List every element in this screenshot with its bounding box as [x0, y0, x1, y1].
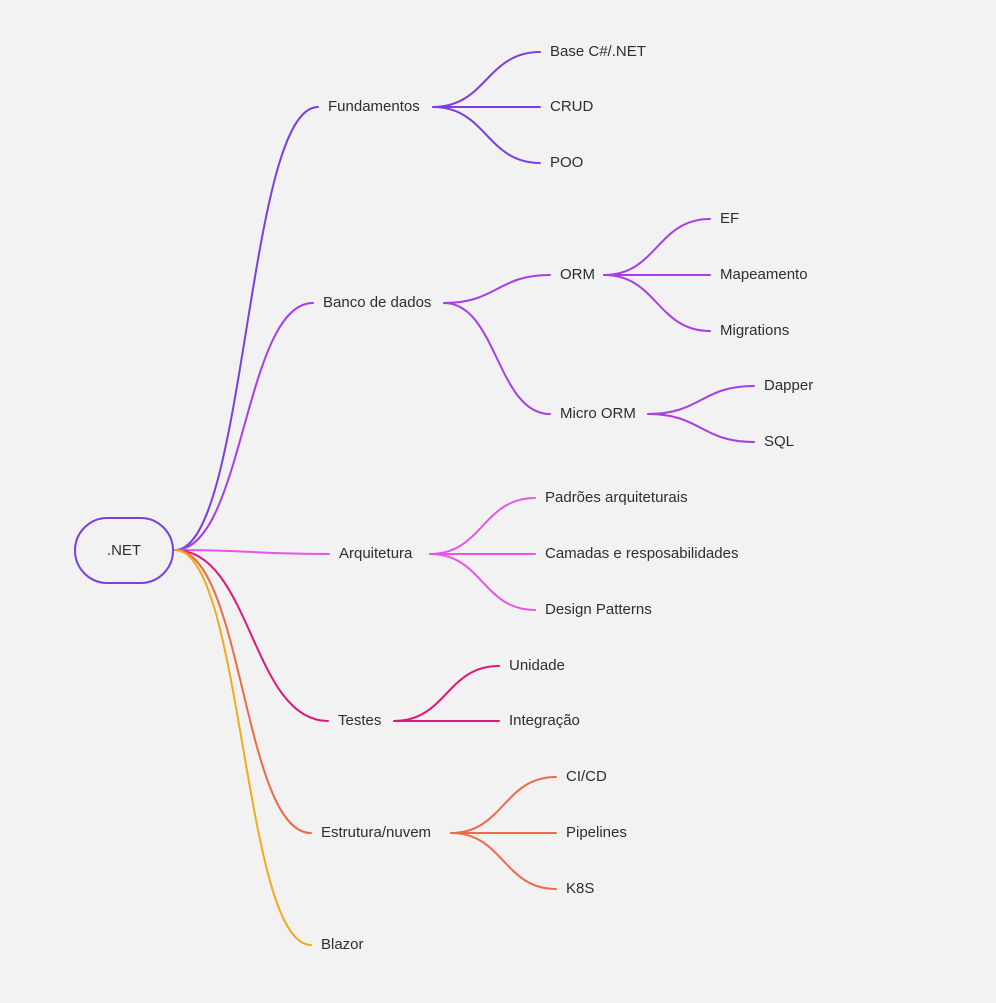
- edge-root-banco: [174, 302, 314, 551]
- node-estrutura-nuvem[interactable]: Estrutura/nuvem: [316, 823, 437, 843]
- root-node-dotnet[interactable]: .NET: [74, 517, 174, 584]
- node-pipelines[interactable]: Pipelines: [561, 823, 632, 843]
- node-sql[interactable]: SQL: [759, 432, 800, 452]
- edge-testes-unidade: [393, 665, 500, 722]
- edge-root-estrutura: [174, 549, 312, 834]
- node-banco-de-dados[interactable]: Banco de dados: [318, 293, 437, 313]
- node-fundamentos[interactable]: Fundamentos: [323, 97, 425, 117]
- edge-fundamentos-poo: [432, 106, 541, 164]
- node-crud[interactable]: CRUD: [545, 97, 599, 117]
- node-design-patterns[interactable]: Design Patterns: [540, 600, 657, 620]
- node-padroes-arquiteturais[interactable]: Padrões arquiteturais: [540, 488, 693, 508]
- edge-micro-orm-dapper: [647, 385, 755, 415]
- edge-orm-migrations: [603, 274, 711, 332]
- edge-micro-orm-sql: [647, 413, 755, 443]
- edge-root-arquitetura: [174, 549, 330, 555]
- edge-arquitetura-design: [429, 553, 536, 611]
- edge-banco-micro-orm: [443, 302, 551, 415]
- node-base-csharp[interactable]: Base C#/.NET: [545, 42, 651, 62]
- node-integracao[interactable]: Integração: [504, 711, 585, 731]
- edge-root-testes: [174, 549, 329, 722]
- node-arquitetura[interactable]: Arquitetura: [334, 544, 418, 564]
- node-ef[interactable]: EF: [715, 209, 745, 229]
- edge-root-fundamentos: [174, 106, 319, 551]
- node-poo[interactable]: POO: [545, 153, 589, 173]
- edge-fundamentos-base: [432, 51, 541, 108]
- node-mapeamento[interactable]: Mapeamento: [715, 265, 813, 285]
- node-k8s[interactable]: K8S: [561, 879, 600, 899]
- connector-lines: [174, 51, 755, 946]
- node-blazor[interactable]: Blazor: [316, 935, 369, 955]
- node-camadas[interactable]: Camadas e resposabilidades: [540, 544, 744, 564]
- edge-arquitetura-padroes: [429, 497, 536, 555]
- node-unidade[interactable]: Unidade: [504, 656, 570, 676]
- edge-banco-orm: [443, 274, 551, 304]
- node-migrations[interactable]: Migrations: [715, 321, 795, 341]
- node-testes[interactable]: Testes: [333, 711, 387, 731]
- edge-estrutura-k8s: [450, 832, 557, 890]
- node-dapper[interactable]: Dapper: [759, 376, 819, 396]
- edge-estrutura-cicd: [450, 776, 557, 834]
- edge-orm-ef: [603, 218, 711, 276]
- edge-root-blazor: [174, 549, 312, 946]
- node-micro-orm[interactable]: Micro ORM: [555, 404, 641, 424]
- node-orm[interactable]: ORM: [555, 265, 600, 285]
- node-ci-cd[interactable]: CI/CD: [561, 767, 612, 787]
